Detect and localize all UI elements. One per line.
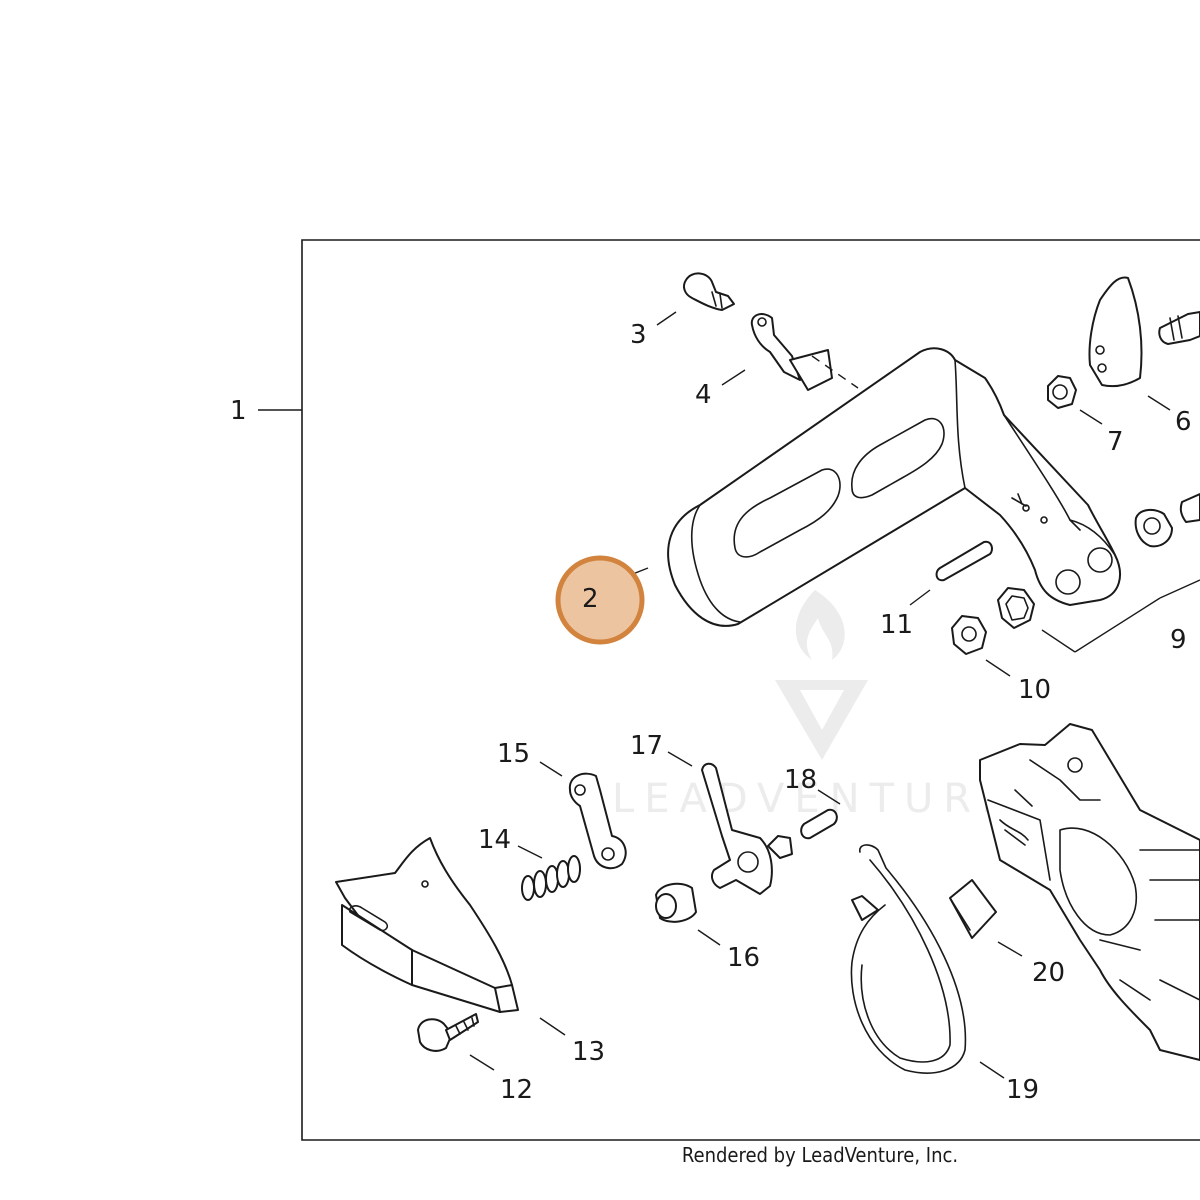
part-12-screw [417, 1013, 479, 1052]
callout-13[interactable]: 13 [572, 1037, 605, 1067]
callout-2[interactable]: 2 [582, 584, 599, 614]
part-9-flange-nut [997, 587, 1035, 629]
watermark-text: LEADVENTURE [612, 776, 1016, 822]
leader-lines [258, 311, 1200, 1079]
part-7-nut [1047, 375, 1077, 409]
callout-1[interactable]: 1 [230, 396, 247, 426]
watermark-logo [775, 590, 868, 760]
callout-15[interactable]: 15 [497, 739, 530, 769]
part-2-guide-bar [667, 347, 1121, 627]
callout-3[interactable]: 3 [630, 320, 647, 350]
part-3-screw [683, 272, 735, 311]
callout-4[interactable]: 4 [695, 380, 712, 410]
callout-7[interactable]: 7 [1107, 427, 1124, 457]
footer-credit: Rendered by LeadVenture, Inc. [682, 1143, 958, 1167]
part-6-bolt [1158, 311, 1200, 345]
callout-20[interactable]: 20 [1032, 958, 1065, 988]
part-19-band [850, 844, 967, 1074]
assembly-frame [301, 239, 1200, 1141]
callout-16[interactable]: 16 [727, 943, 760, 973]
callout-17[interactable]: 17 [630, 731, 663, 761]
part-20-block [949, 879, 997, 939]
callout-14[interactable]: 14 [478, 825, 511, 855]
part-6-plate [1088, 276, 1143, 388]
part-14-spring [521, 855, 581, 901]
brake-housing [979, 723, 1200, 1061]
selected-callout-highlight[interactable] [555, 555, 645, 645]
callout-19[interactable]: 19 [1006, 1075, 1039, 1105]
part-18-pin [800, 808, 838, 840]
part-16-bushing [655, 882, 697, 923]
part-15-lever [568, 772, 627, 870]
callout-10[interactable]: 10 [1018, 675, 1051, 705]
part-17-arm [701, 762, 793, 895]
part-10-nut [951, 615, 987, 655]
part-13-bracket [335, 837, 519, 1013]
callout-6[interactable]: 6 [1175, 407, 1192, 437]
part-4-clip [750, 313, 833, 391]
callout-12[interactable]: 12 [500, 1075, 533, 1105]
part-11-pin [935, 540, 993, 582]
callout-9[interactable]: 9 [1170, 625, 1187, 655]
callout-18[interactable]: 18 [784, 765, 817, 795]
part-9-washer [1134, 493, 1200, 548]
callout-11[interactable]: 11 [880, 610, 913, 640]
